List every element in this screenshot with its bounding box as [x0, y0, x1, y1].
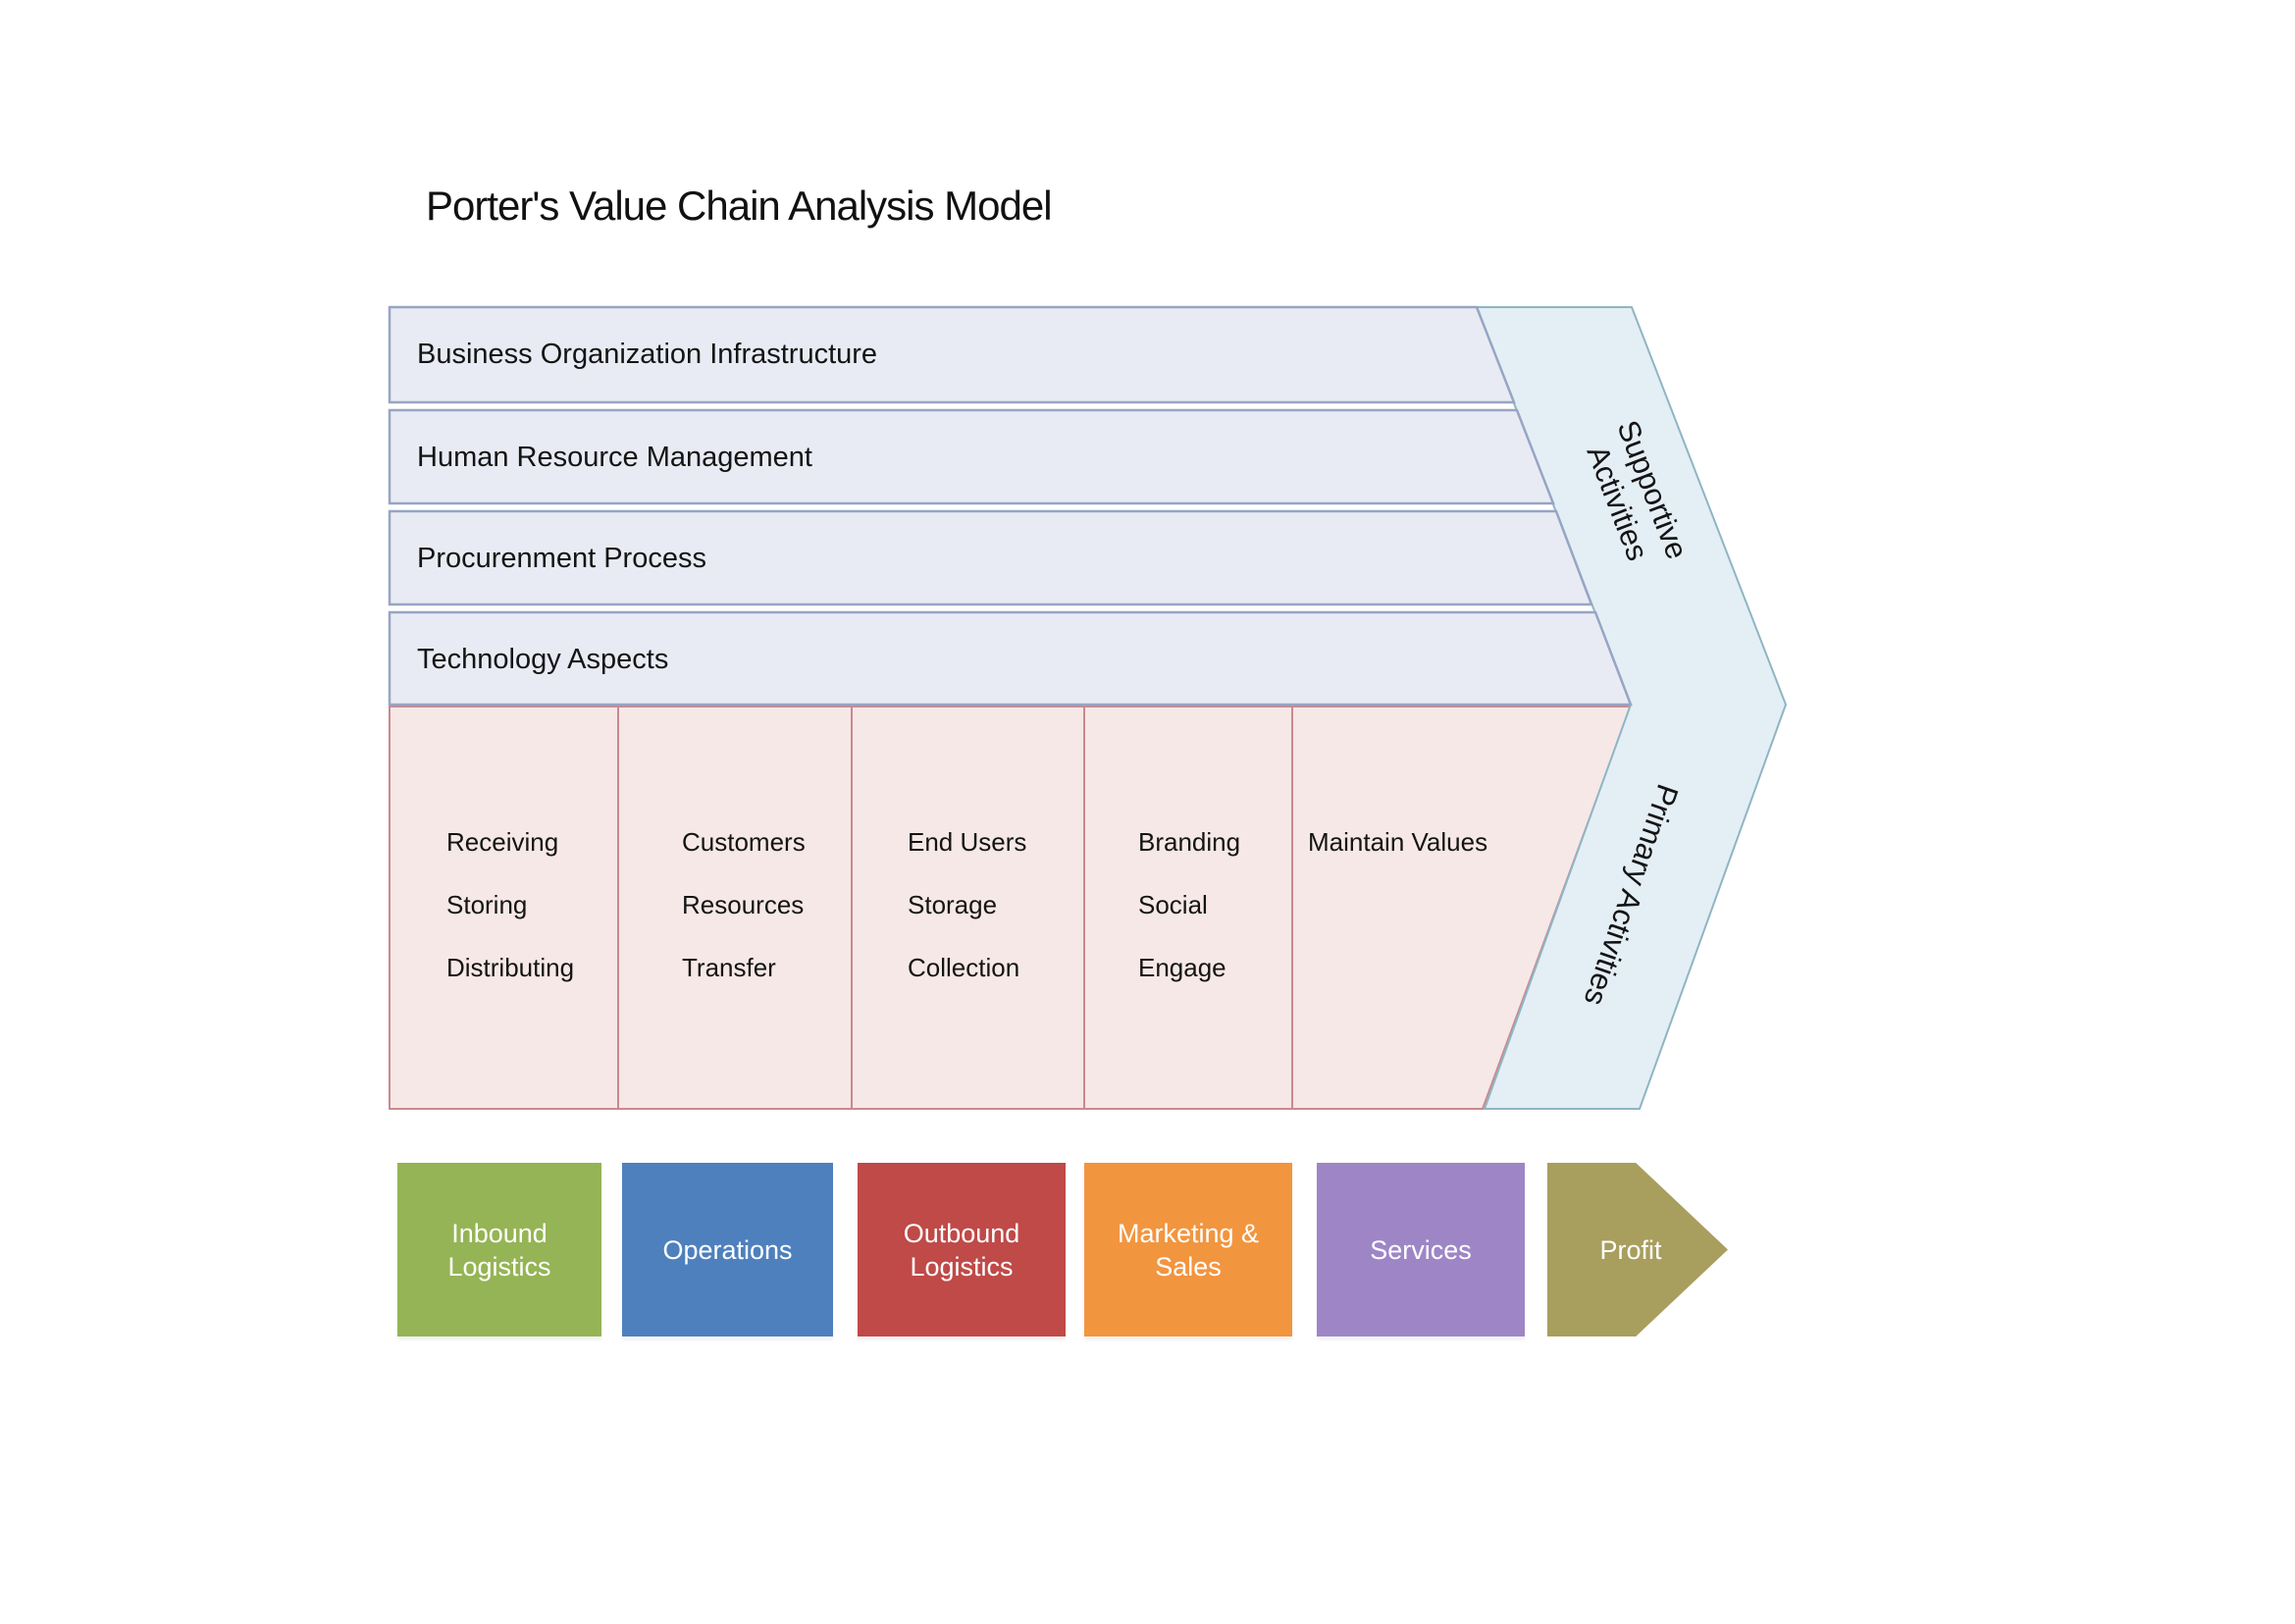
column-services-items: Maintain Values — [1308, 811, 1487, 873]
list-item: Resources — [682, 890, 805, 919]
list-item: Storage — [908, 890, 998, 919]
list-item: Storing — [446, 890, 528, 919]
list-item: Social — [1138, 890, 1208, 919]
list-item: Transfer — [682, 953, 776, 982]
row-human-resource-management: Human Resource Management — [417, 441, 812, 473]
chain-box-label: Operations — [662, 1234, 793, 1265]
column-inbound-items: Receiving Storing Distributing — [446, 811, 574, 999]
chain-box-inbound-logistics: Inbound Logistics — [397, 1163, 601, 1336]
chain-box-services: Services — [1317, 1163, 1525, 1336]
chain-box-marketing-sales: Marketing & Sales — [1084, 1163, 1292, 1336]
list-item: Maintain Values — [1308, 827, 1488, 857]
list-item: Distributing — [446, 953, 575, 982]
column-marketing-items: Branding Social Engage — [1138, 811, 1240, 999]
row-business-organization-infrastructure: Business Organization Infrastructure — [417, 338, 878, 370]
chain-box-operations: Operations — [622, 1163, 833, 1336]
chain-box-label: Profit — [1599, 1234, 1662, 1265]
row-procurenment-process: Procurenment Process — [417, 542, 706, 574]
list-item: Branding — [1138, 827, 1241, 857]
row-shape-technology — [388, 610, 1633, 707]
chain-box-outbound-logistics: Outbound Logistics — [858, 1163, 1066, 1336]
chain-box-label: Marketing & Sales — [1117, 1218, 1260, 1282]
list-item: End Users — [908, 827, 1027, 857]
chain-box-label: Inbound Logistics — [447, 1218, 551, 1282]
page-title: Porter's Value Chain Analysis Model — [426, 183, 1053, 229]
row-shape-infrastructure — [388, 305, 1516, 404]
row-shape-procurement — [388, 509, 1593, 606]
row-shape-hr — [388, 408, 1555, 505]
chain-box-label: Outbound Logistics — [903, 1218, 1020, 1282]
list-item: Collection — [908, 953, 1020, 982]
column-operations-items: Customers Resources Transfer — [682, 811, 806, 999]
row-technology-aspects: Technology Aspects — [417, 643, 669, 675]
list-item: Engage — [1138, 953, 1226, 982]
list-item: Receiving — [446, 827, 559, 857]
primary-activities-area — [389, 706, 1633, 1110]
list-item: Customers — [682, 827, 806, 857]
column-outbound-items: End Users Storage Collection — [908, 811, 1026, 999]
chain-box-label: Services — [1370, 1234, 1472, 1265]
